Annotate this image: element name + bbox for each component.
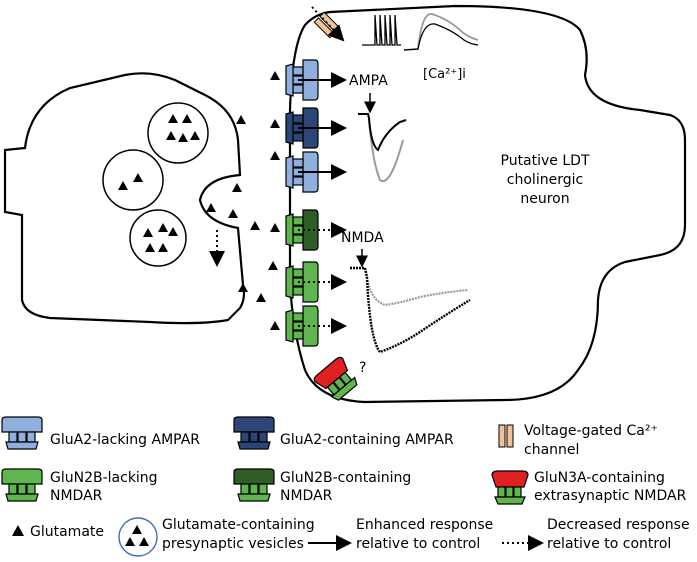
neuron-label-line2: cholinergic: [507, 172, 583, 188]
neuron-label-line1: Putative LDT: [501, 153, 590, 169]
spike-train-trace: [362, 14, 401, 46]
legend-decreased-label-line1: Decreased response: [547, 517, 690, 533]
legend-vgcc-label-line2: channel: [524, 442, 579, 458]
ampa-label: AMPA: [349, 73, 388, 89]
legend-vgcc-icon: [498, 424, 514, 448]
legend-glua2-containing-icon: [233, 416, 275, 450]
legend-decreased-label-line2: relative to control: [547, 536, 671, 552]
cleft-glutamate: [206, 71, 280, 330]
legend-enhanced-label-line1: Enhanced response: [356, 517, 493, 533]
neuron-label-line3: neuron: [520, 191, 569, 207]
legend-glutamate-icon: [12, 525, 24, 536]
legend-enhanced-label-line2: relative to control: [356, 536, 480, 552]
nmda-label: NMDA: [341, 230, 384, 246]
vesicle: [102, 149, 164, 211]
legend-glutamate-label: Glutamate: [30, 524, 104, 540]
postsynaptic-neuron: [288, 4, 687, 404]
nmda-trace-black: [350, 266, 471, 354]
legend-vesicles-label-line1: Glutamate-containing: [162, 517, 315, 533]
legend-glun2b-containing-label-line2: NMDAR: [280, 488, 333, 504]
question-mark: ?: [359, 360, 366, 376]
legend-glun3a-icon: [491, 470, 529, 505]
legend-glun3a-label-line2: extrasynaptic NMDAR: [534, 488, 687, 504]
legend-glun2b-lacking-label-line1: GluN2B-lacking: [50, 470, 158, 486]
legend-glun2b-lacking-icon: [1, 468, 43, 502]
legend-glun2b-lacking-label-line2: NMDAR: [50, 488, 103, 504]
calcium-trace-black: [403, 23, 479, 51]
ampa-trace-black: [358, 113, 407, 152]
legend-glua2-containing-label: GluA2-containing AMPAR: [280, 432, 454, 448]
legend-glun2b-containing-icon: [233, 468, 275, 502]
legend-vgcc-label-line1: Voltage-gated Ca²⁺: [524, 423, 658, 439]
calcium-label: [Ca²⁺]i: [423, 67, 466, 82]
legend-vesicle-icon: [118, 517, 158, 557]
calcium-trace-gray: [403, 13, 479, 51]
vesicle: [147, 102, 209, 164]
legend-glun2b-containing-label-line1: GluN2B-containing: [280, 470, 411, 486]
nmda-trace-gray: [350, 266, 469, 307]
legend-vesicles-label-line2: presynaptic vesicles: [162, 536, 304, 552]
vesicle: [129, 209, 187, 267]
legend-glua2-lacking-icon: [1, 416, 43, 450]
legend-glua2-lacking-label: GluA2-lacking AMPAR: [50, 432, 200, 448]
legend-glun3a-label-line1: GluN3A-containing: [534, 470, 665, 486]
